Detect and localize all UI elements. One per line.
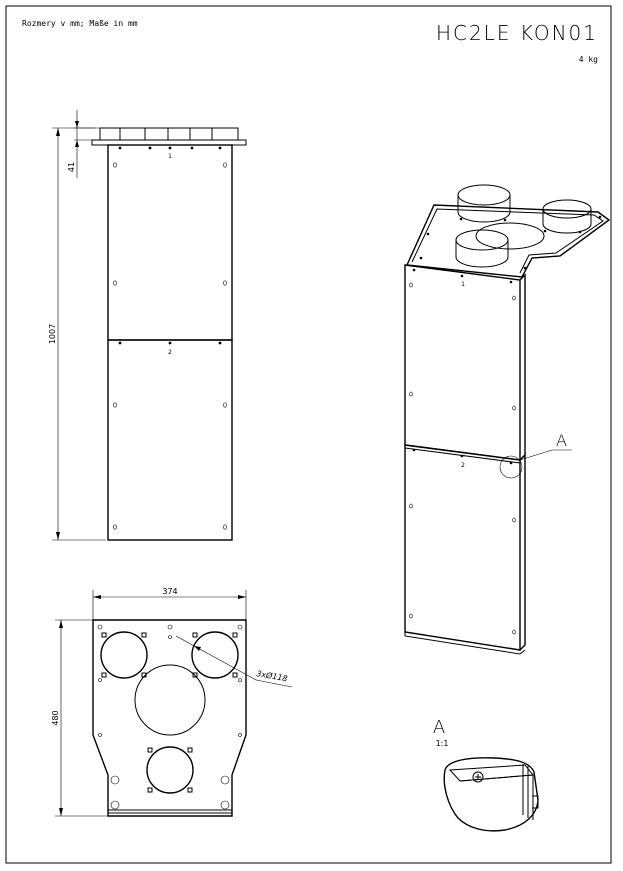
bottom-view: 374 480 3xØ118 [51,587,293,817]
front-view: 1 2 1007 41 [48,110,247,541]
units-note: Rozmery v mm; Maße in mm [22,19,138,28]
sheet-border [5,5,612,864]
iso-panel-label-1: 1 [461,281,465,288]
detail-a: A 1:1 [433,717,539,832]
isometric-view: 1 2 A [404,184,611,655]
front-panel-label-2: 2 [168,349,172,356]
part-code: HC2LE KON01 [436,21,598,45]
dim-depth: 480 [51,710,60,725]
part-weight: 4 kg [579,55,598,64]
iso-panel-label-2: 2 [461,462,465,469]
detail-title: A [433,717,445,738]
dim-width: 374 [162,587,177,596]
dim-total-height: 1007 [48,324,57,344]
detail-scale: 1:1 [436,739,449,748]
front-panel-label-1: 1 [168,153,172,160]
dim-flange: 41 [67,162,76,172]
detail-marker-label: A [556,431,567,450]
